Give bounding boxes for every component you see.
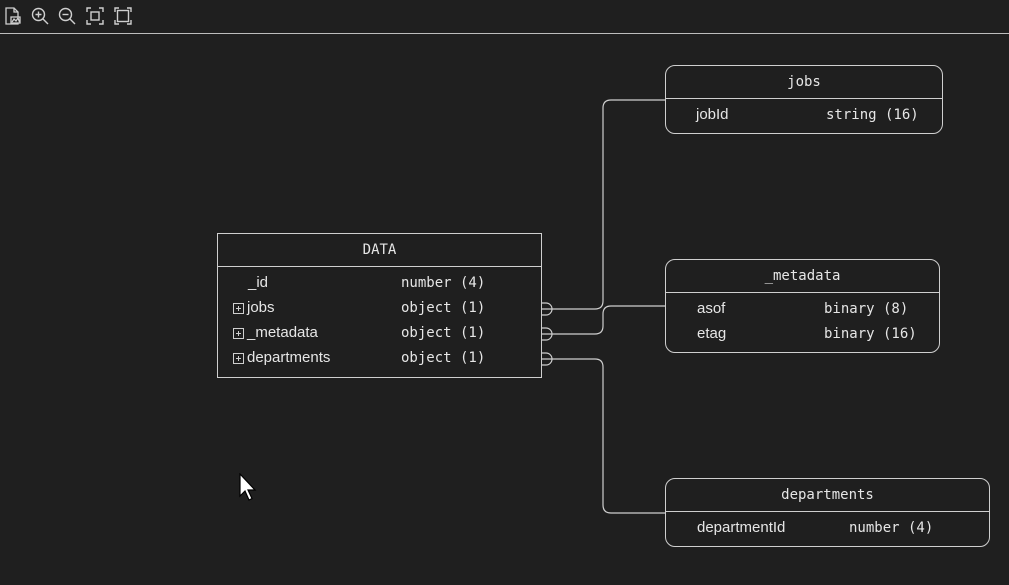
expand-metadata-icon[interactable] (233, 328, 244, 339)
entity-metadata[interactable]: _metadata asof binary (8) etag binary (1… (665, 259, 940, 353)
entity-departments[interactable]: departments departmentId number (4) (665, 478, 990, 547)
field-name: departments (247, 349, 331, 366)
fit-selection-icon[interactable] (85, 6, 105, 26)
field-type: object (1) (401, 325, 486, 341)
field-name: jobs (247, 299, 275, 316)
entity-departments-title: departments (666, 479, 989, 512)
entity-jobs-title: jobs (666, 66, 942, 99)
field-name: _id (248, 274, 269, 291)
field-name: jobId (696, 106, 729, 123)
field-type: string (16) (826, 107, 919, 123)
connector-metadata (541, 305, 666, 335)
field-type: object (1) (401, 300, 486, 316)
connector-departments (541, 358, 666, 514)
entity-metadata-title: _metadata (666, 260, 939, 293)
expand-jobs-icon[interactable] (233, 303, 244, 314)
field-type: binary (8) (824, 301, 909, 317)
entity-data-title: DATA (218, 234, 541, 267)
connector-jobs (541, 99, 666, 310)
mouse-cursor-icon (239, 473, 257, 501)
field-name: etag (697, 325, 727, 342)
connector-departments-end (541, 352, 553, 366)
field-name: _metadata (247, 324, 318, 341)
diagram-toolbar (0, 0, 1009, 34)
fit-all-icon[interactable] (113, 6, 133, 26)
entity-data[interactable]: DATA _id number (4) jobs object (1) _met… (217, 233, 542, 378)
field-type: binary (16) (824, 326, 917, 342)
expand-departments-icon[interactable] (233, 353, 244, 364)
export-image-icon[interactable] (3, 6, 23, 26)
connector-metadata-end (541, 327, 553, 341)
field-type: number (4) (849, 520, 934, 536)
field-name: departmentId (697, 519, 786, 536)
zoom-out-icon[interactable] (57, 6, 77, 26)
zoom-in-icon[interactable] (30, 6, 50, 26)
connector-jobs-end (541, 302, 553, 316)
entity-jobs[interactable]: jobs jobId string (16) (665, 65, 943, 134)
field-type: object (1) (401, 350, 486, 366)
field-type: number (4) (401, 275, 486, 291)
field-name: asof (697, 300, 726, 317)
